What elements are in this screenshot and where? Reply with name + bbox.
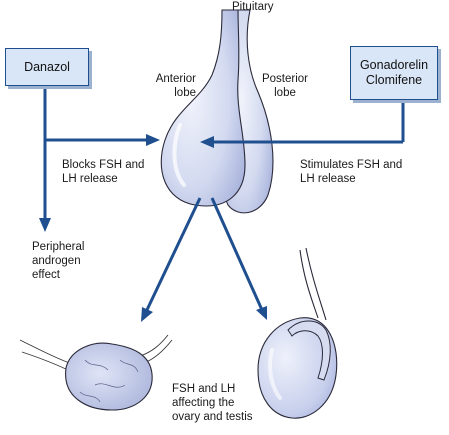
spermatic-cord (299, 249, 319, 319)
ovary-shape (65, 342, 153, 411)
arrowheads (39, 134, 267, 322)
pituitary-highlight (172, 123, 186, 187)
anterior-lobe-label: Anterior lobe (155, 73, 196, 99)
peripheral-label: Peripheral androgen effect (32, 241, 85, 281)
pituitary-label: Pituitary (232, 1, 274, 13)
arrowhead-pituitary-left (146, 134, 160, 146)
posterior-lobe-label: Posterior lobe (261, 73, 309, 99)
arrows (43, 88, 405, 313)
arrowhead-pituitary-right (200, 136, 214, 148)
gonadorelin-clomifene-box: Gonadorelin Clomifene (350, 46, 438, 100)
ovary-texture (79, 359, 139, 403)
danazol-box: Danazol (5, 48, 89, 86)
arrowhead-peripheral (39, 218, 51, 232)
ovary-tube (139, 334, 169, 357)
stimulates-label: Stimulates FSH and LH release (300, 159, 403, 185)
danazol-label: Danazol (24, 59, 70, 74)
anterior-lobe-shape (160, 9, 246, 207)
ovary-tube-2 (145, 339, 173, 363)
testis-highlight (268, 348, 282, 400)
fsh-lh-effect-label: FSH and LH affecting the ovary and testi… (172, 383, 253, 423)
blocks-label: Blocks FSH and LH release (62, 159, 145, 185)
arrowhead-ovary (141, 307, 153, 322)
arrowhead-testis (256, 306, 267, 320)
epididymis (287, 320, 331, 381)
arrow-to-testis (210, 197, 264, 311)
spermatic-cord-2 (305, 247, 327, 321)
gonadorelin-clomifene-label: Gonadorelin Clomifene (359, 58, 429, 87)
arrow-to-ovary (144, 197, 202, 313)
ovary-ligament-2 (21, 351, 73, 373)
